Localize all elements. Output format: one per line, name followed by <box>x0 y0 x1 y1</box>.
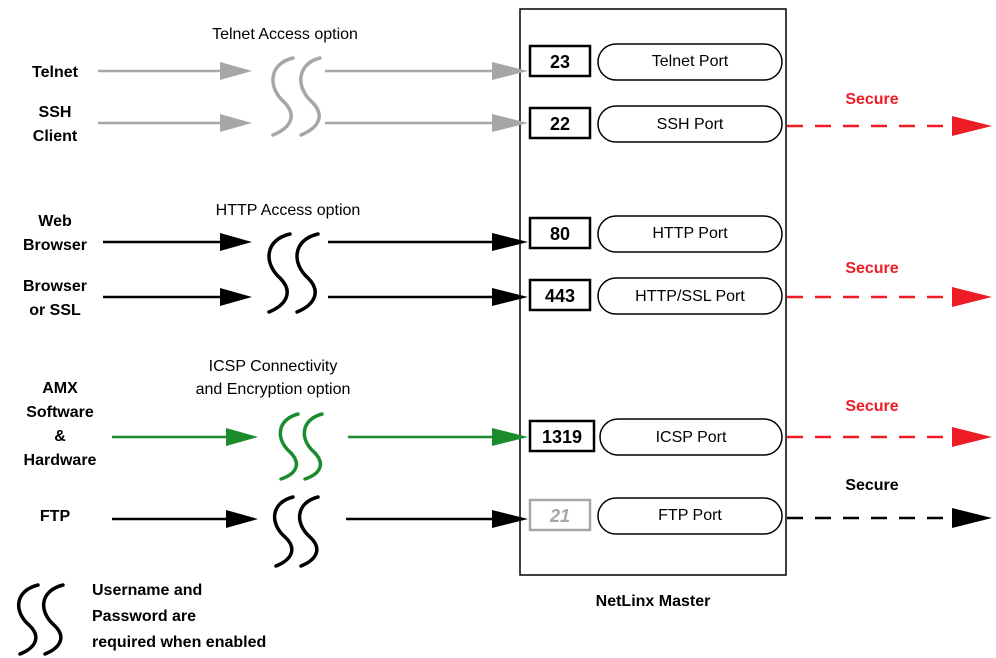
icsp-option-label-line1: ICSP Connectivity <box>209 358 338 375</box>
client-web-line1: Web <box>38 213 72 230</box>
port-number-box-ssl: 443 <box>528 278 592 312</box>
port-pill-icsp: ICSP Port <box>599 418 783 456</box>
port-number-box-ftp: 21 <box>528 498 592 532</box>
secure-label-icsp: Secure <box>845 398 898 415</box>
port-number-telnet: 23 <box>550 52 570 72</box>
netlinx-master-box <box>519 8 787 576</box>
port-number-http: 80 <box>550 224 570 244</box>
port-name-ssl: HTTP/SSL Port <box>635 288 745 305</box>
client-ftp: FTP <box>40 508 71 525</box>
ssl-browser-connection <box>103 288 528 306</box>
port-name-ssh: SSH Port <box>657 116 724 133</box>
client-amx-line2: Software <box>26 404 94 421</box>
client-web-line2: Browser <box>23 237 87 254</box>
http-auth-squiggle-icon <box>267 232 320 314</box>
port-name-icsp: ICSP Port <box>656 429 727 446</box>
client-amx-line4: Hardware <box>24 452 97 469</box>
port-number-ssl: 443 <box>545 286 575 306</box>
telnet-option-label: Telnet Access option <box>212 26 358 43</box>
ftp-auth-squiggle-icon <box>272 495 320 568</box>
client-amx-line3: & <box>54 428 66 445</box>
telnet-auth-squiggle-icon <box>271 56 322 137</box>
port-name-http: HTTP Port <box>652 225 728 242</box>
port-number-box-telnet: 23 <box>528 44 592 78</box>
client-amx-line1: AMX <box>42 380 78 397</box>
secure-output-ssl: Secure <box>787 260 992 307</box>
port-number-box-http: 80 <box>528 216 592 250</box>
http-option-label: HTTP Access option <box>216 202 361 219</box>
port-pill-ssh: SSH Port <box>597 105 783 143</box>
telnet-connection <box>98 62 528 80</box>
legend-line3: required when enabled <box>92 634 266 651</box>
client-ssh-line1: SSH <box>39 104 72 121</box>
icsp-option-label-line2: and Encryption option <box>196 381 351 398</box>
ftp-connection <box>112 510 528 528</box>
port-number-ssh: 22 <box>550 114 570 134</box>
port-name-telnet: Telnet Port <box>652 53 729 70</box>
client-ssh-line2: Client <box>33 128 78 145</box>
web-browser-connection <box>103 233 528 251</box>
legend-line1: Username and <box>92 582 202 599</box>
legend-line2: Password are <box>92 608 196 625</box>
port-number-ftp: 21 <box>549 506 570 526</box>
port-pill-telnet: Telnet Port <box>597 43 783 81</box>
secure-output-ftp: Secure <box>787 477 992 528</box>
port-number-icsp: 1319 <box>542 427 582 447</box>
secure-output-icsp: Secure <box>787 398 992 447</box>
secure-output-ssh: Secure <box>787 91 992 136</box>
client-ssl-line2: or SSL <box>29 302 81 319</box>
icsp-auth-squiggle-icon <box>278 412 324 481</box>
client-ssl-line1: Browser <box>23 278 87 295</box>
port-number-box-icsp: 1319 <box>528 419 596 453</box>
master-label: NetLinx Master <box>596 593 711 610</box>
ssh-connection <box>98 114 528 132</box>
icsp-connection <box>112 428 528 446</box>
port-number-box-ssh: 22 <box>528 106 592 140</box>
port-name-ftp: FTP Port <box>658 507 722 524</box>
client-telnet: Telnet <box>32 64 79 81</box>
secure-label-ftp: Secure <box>845 477 898 494</box>
secure-label-ssh: Secure <box>845 91 898 108</box>
port-pill-ftp: FTP Port <box>597 497 783 535</box>
legend-squiggle-icon <box>16 583 65 656</box>
port-pill-ssl: HTTP/SSL Port <box>597 277 783 315</box>
secure-label-ssl: Secure <box>845 260 898 277</box>
port-pill-http: HTTP Port <box>597 215 783 253</box>
